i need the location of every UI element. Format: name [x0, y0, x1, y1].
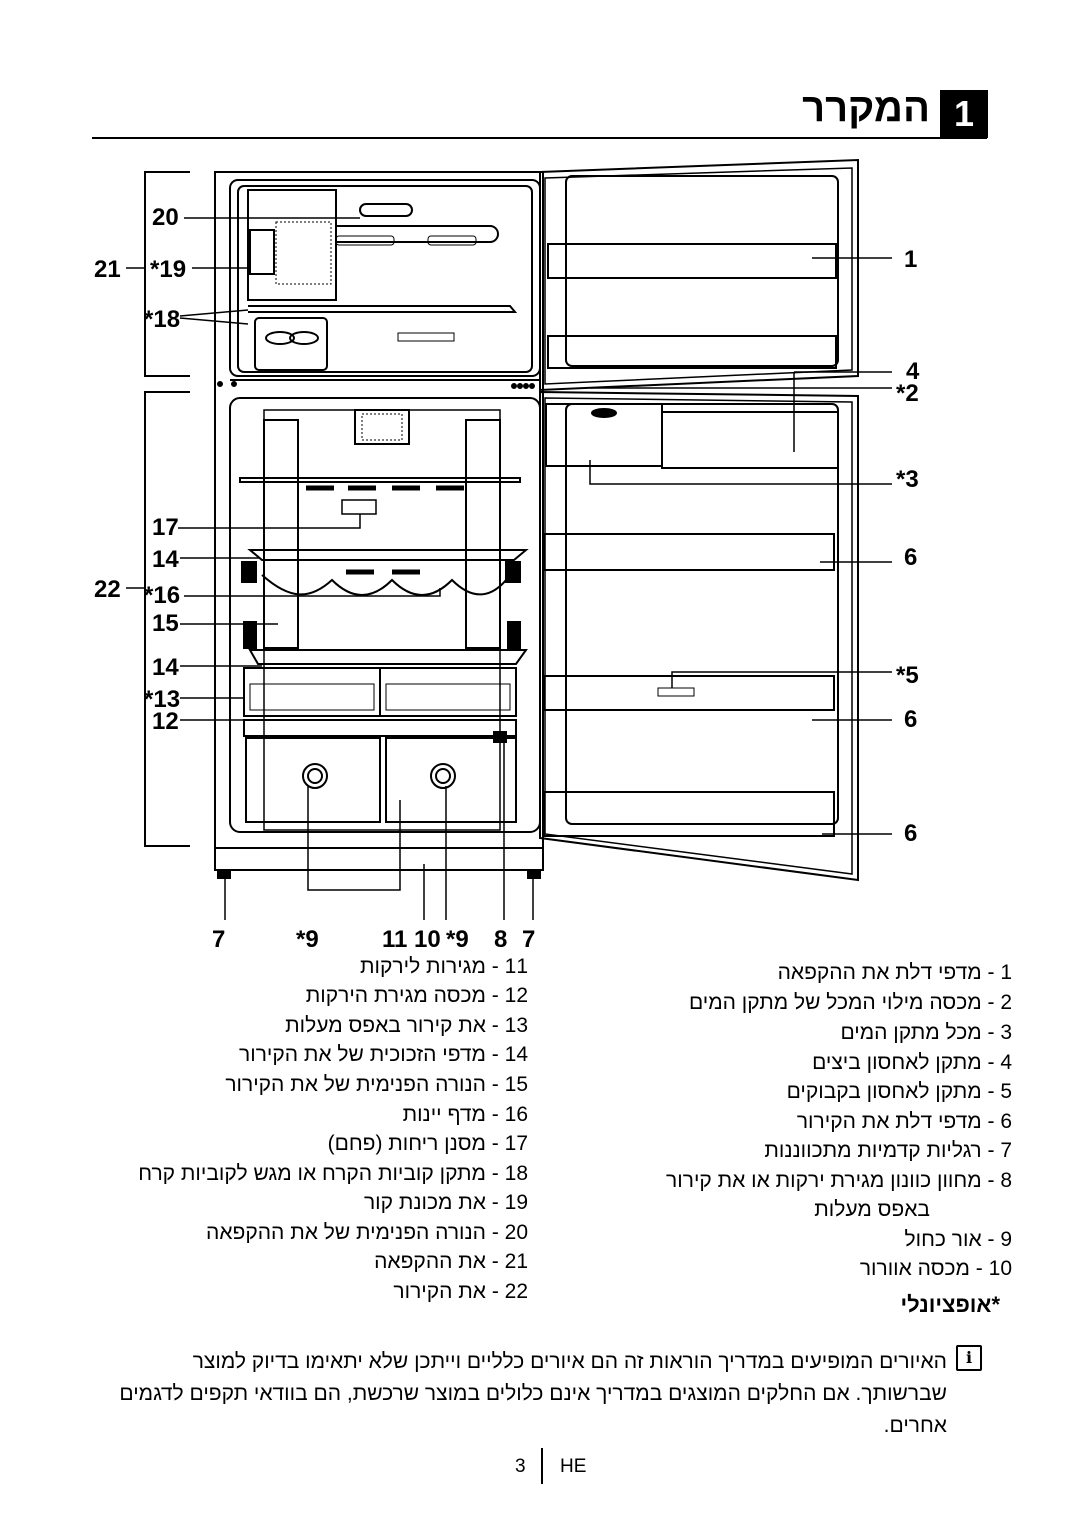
callout-13: *13: [144, 686, 181, 713]
legend-item: 5 - מתקן לאחסון בקבוקים: [786, 1080, 1012, 1103]
legend-item: 9 - אור כחול: [904, 1228, 1012, 1251]
ice-maker-box: [247, 189, 337, 301]
freezer-shelf: [248, 305, 518, 313]
callout-3: *3: [896, 466, 919, 493]
callout-2: *2: [896, 380, 919, 407]
fan-box: [354, 409, 410, 445]
legend-item: 17 - מסנן ריחות (פחם): [327, 1132, 528, 1155]
callout-20: 20: [152, 204, 179, 231]
callout-18-number: 18: [153, 306, 181, 333]
ice-tray: [254, 317, 328, 371]
legend-item: 7 - רגליות קדמיות מתכווננות: [764, 1139, 1012, 1162]
legend-item: 16 - מדף יינות: [402, 1103, 528, 1126]
fridge-door: [539, 390, 859, 882]
header-rule: [92, 137, 987, 139]
callout-10: 10: [414, 926, 441, 953]
legend-item: 12 - מכסה מגירת הירקות: [305, 984, 528, 1007]
lamp-right: [505, 561, 521, 583]
glass-shelf-bottom: [248, 649, 528, 665]
section-number-badge: 1: [940, 90, 988, 138]
callout-18: *18: [144, 306, 181, 333]
legend-item: 20 - הנורה הפנימית של את ההקפאה: [206, 1221, 528, 1244]
info-icon: i: [956, 1345, 982, 1371]
callout-6-bottom: 6: [904, 820, 918, 847]
left-foot: [217, 869, 231, 879]
callout-22: 22: [94, 576, 121, 603]
callout-14-upper: 14: [152, 546, 179, 573]
callout-15: 15: [152, 610, 179, 637]
carbon-filter: [341, 499, 377, 515]
freezer-door-shelf-lower: [547, 335, 837, 369]
legend-item: 1 - מדפי דלת את ההקפאה: [777, 961, 1012, 984]
callout-16-number: 16: [153, 582, 181, 609]
optional-note: *אופציונלי: [900, 1292, 1000, 1317]
callout-7-right: 7: [522, 926, 536, 953]
crisper-left: [245, 737, 381, 823]
info-note-text: האיורים המופיעים במדריך הוראות זה הם איו…: [119, 1350, 947, 1437]
callout-21: 21: [94, 256, 121, 283]
freezer-lamp: [336, 225, 499, 243]
humidity-slider: [493, 731, 507, 743]
callout-12: 12: [152, 708, 179, 735]
fridge-bracket: [144, 391, 190, 847]
callout-5: *5: [896, 662, 919, 689]
fridge-door-shelf-top: [543, 533, 835, 571]
legend-item: 6 - מדפי דלת את הקירור: [796, 1110, 1012, 1133]
legend-item: 14 - מדפי הזכוכית של את הקירור: [239, 1043, 528, 1066]
page-number: 3: [515, 1456, 526, 1477]
callout-19: *19: [150, 256, 187, 283]
callout-4: 4: [906, 358, 920, 385]
cabinet-outer: [214, 171, 544, 849]
callout-1: 1: [904, 246, 918, 273]
crisper-cover: [243, 719, 517, 737]
fridge-door-shelf-mid: [543, 675, 835, 711]
freezer-door: [539, 158, 859, 392]
glass-shelf-mid: [247, 549, 529, 561]
legend-item: 22 - את הקירור: [393, 1280, 528, 1303]
callout-6-mid: 6: [904, 706, 918, 733]
freezer-door-shelf-upper: [547, 243, 837, 279]
legend-item-continuation: באפס מעלות: [814, 1198, 930, 1221]
blue-light-left: [302, 763, 328, 789]
legend-item: 21 - את ההקפאה: [374, 1250, 528, 1273]
legend-item: 8 - מחוון כוונון מגירת ירקות או את קירור: [666, 1169, 1012, 1192]
legend-item: 18 - מתקן קוביות הקרח או מגש לקוביות קרח: [138, 1162, 528, 1185]
legend-item: 3 - מכל מתקן המים: [840, 1021, 1012, 1044]
callout-8: 8: [494, 926, 508, 953]
callout-14-lower: 14: [152, 654, 179, 681]
refrigerator-diagram: [126, 158, 892, 920]
bottle-holder: [657, 687, 695, 697]
cabinet-base: [214, 848, 544, 871]
callout-11: 11: [382, 926, 408, 953]
legend-item: 4 - מתקן לאחסון ביצים: [812, 1051, 1012, 1074]
callout-6-top: 6: [904, 544, 918, 571]
legend-item: 15 - הנורה הפנימית של את הקירור: [225, 1073, 528, 1096]
legend-item: 13 - את קירור באפס מעלות: [285, 1014, 528, 1037]
egg-holder: [661, 411, 839, 469]
callout-16: *16: [144, 582, 181, 609]
glass-shelf-top: [239, 477, 521, 483]
callout-17: 17: [152, 514, 179, 541]
legend-item: 19 - את מכונת קור: [363, 1191, 528, 1214]
right-foot: [527, 869, 541, 879]
footer-divider: [541, 1448, 543, 1484]
callout-7-left: 7: [212, 926, 226, 953]
section-title: המקרר: [802, 86, 930, 130]
blue-light-right: [430, 763, 456, 789]
fridge-door-shelf-bottom: [543, 791, 835, 837]
callout-5-number: 5: [905, 662, 919, 689]
lamp-left: [241, 561, 257, 583]
callout-9-left: *9: [296, 926, 319, 953]
legend-item: 2 - מכסה מילוי המכל של מתקן המים: [688, 991, 1012, 1014]
freezer-bracket: [144, 171, 190, 377]
crisper-right: [385, 737, 517, 823]
language-code: HE: [560, 1456, 587, 1477]
wine-shelf: [261, 574, 511, 596]
callout-9-right: *9: [446, 926, 469, 953]
legend-item: 10 - מכסה אוורור: [859, 1257, 1012, 1280]
legend-item: 11 - מגירות לירקות: [360, 955, 528, 978]
